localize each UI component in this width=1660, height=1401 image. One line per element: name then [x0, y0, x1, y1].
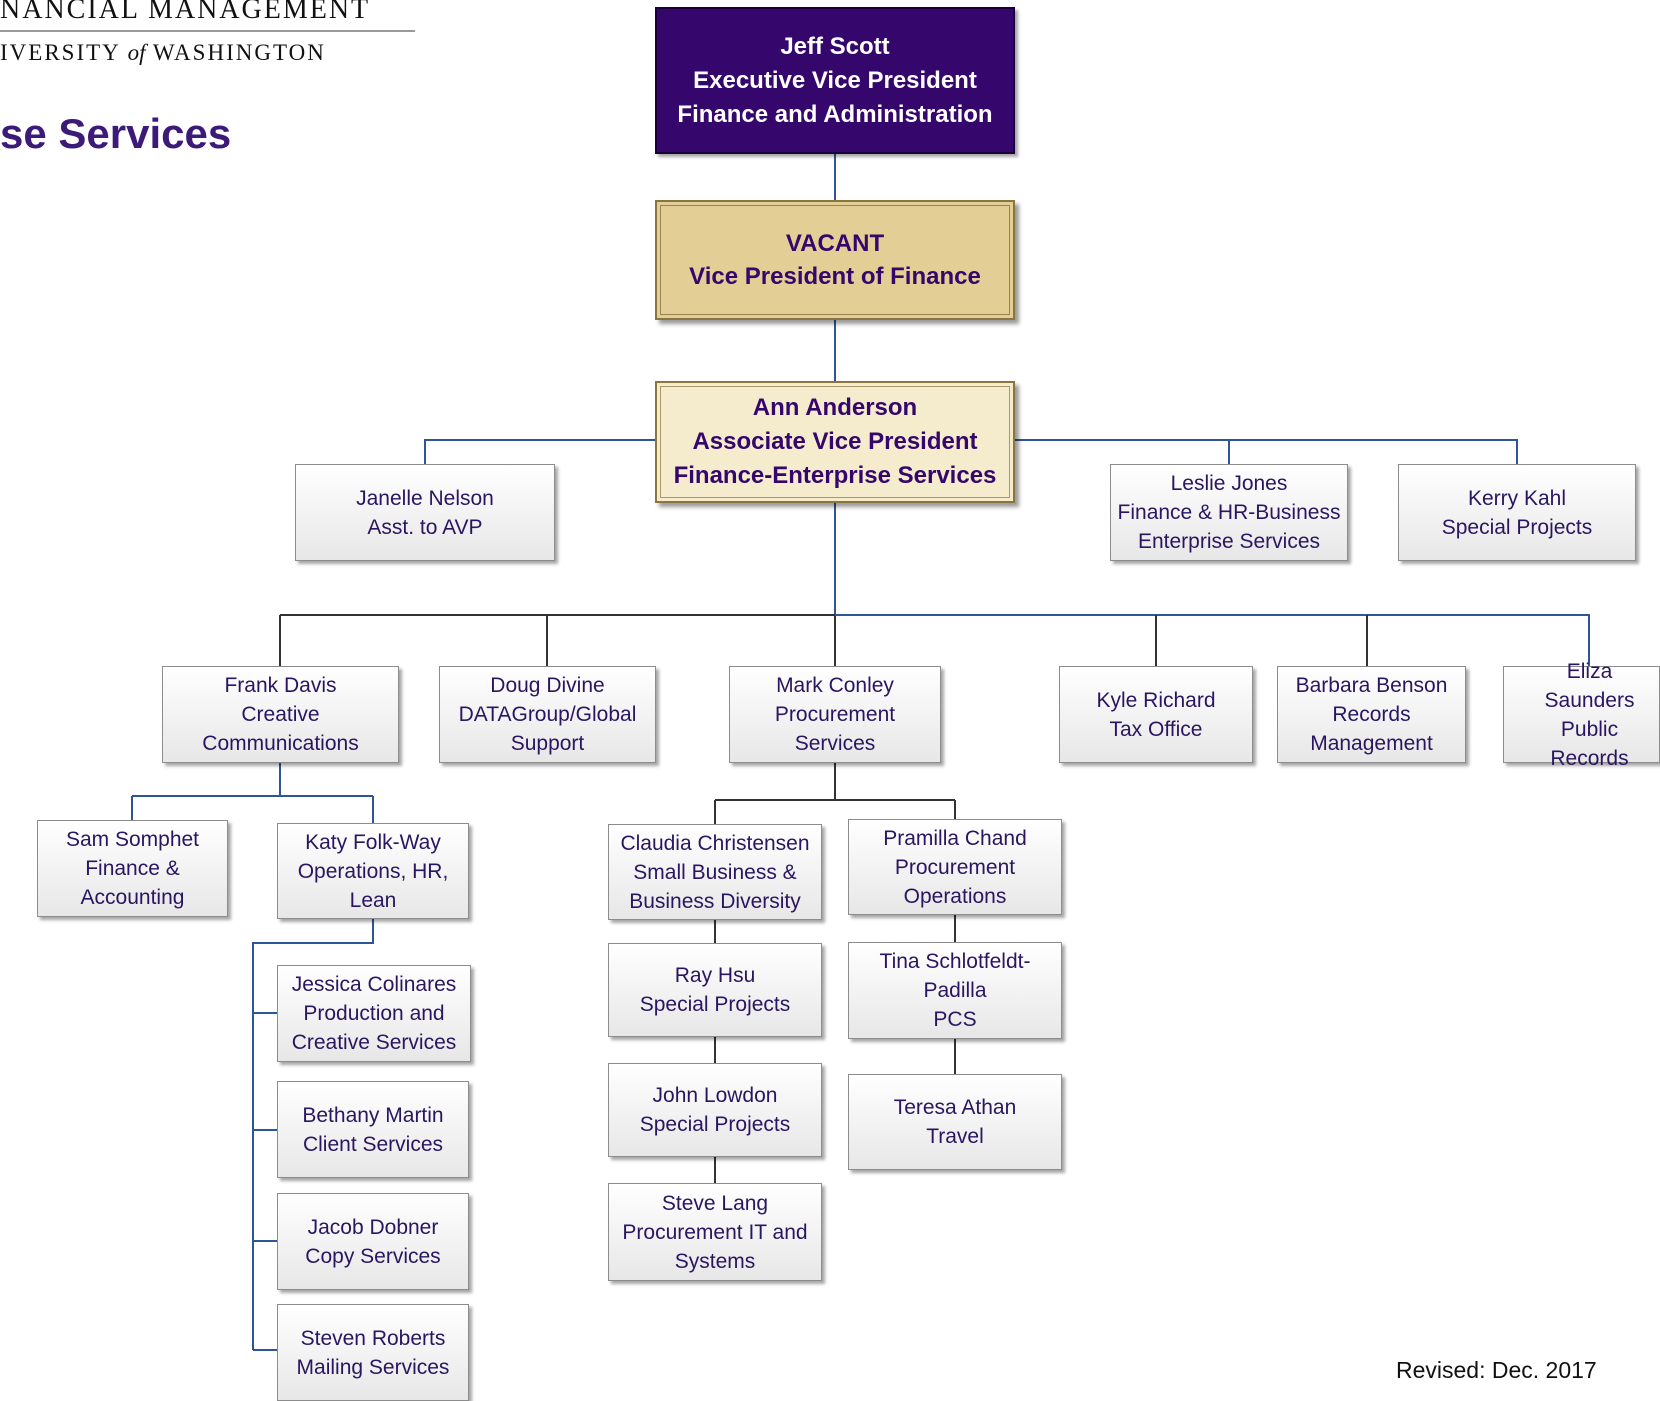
- node-eliza-saunders: Eliza Saunders Public Records: [1503, 660, 1660, 770]
- university-name-start: IVERSITY: [0, 40, 128, 65]
- node-doug-divine: Doug Divine DATAGroup/Global Support: [439, 666, 656, 763]
- node-label: Eliza Saunders Public Records: [1544, 659, 1635, 770]
- university-name-of: of: [127, 40, 146, 65]
- node-jessica-colinares: Jessica Colinares Production and Creativ…: [277, 965, 471, 1062]
- connector-right-bus: [835, 614, 1590, 666]
- node-sam-somphet: Sam Somphet Finance & Accounting: [37, 820, 228, 917]
- node-label: Sam Somphet Finance & Accounting: [65, 828, 200, 909]
- node-steven-roberts: Steven Roberts Mailing Services: [277, 1304, 469, 1401]
- node-label: VACANT Vice President of Finance: [689, 230, 981, 290]
- connector-leslie-kerry: [1013, 439, 1518, 464]
- node-barbara-benson: Barbara Benson Records Management: [1277, 666, 1466, 763]
- node-label: John Lowdon Special Projects: [639, 1084, 791, 1136]
- revised-date: Revised: Dec. 2017: [1396, 1357, 1597, 1383]
- node-kerry-kahl: Kerry Kahl Special Projects: [1398, 464, 1636, 561]
- node-mark-conley: Mark Conley Procurement Services: [729, 666, 941, 763]
- node-label: Tina Schlotfeldt- Padilla PCS: [879, 950, 1031, 1031]
- node-janelle-nelson: Janelle Nelson Asst. to AVP: [295, 464, 555, 561]
- node-vacant-vp-finance: VACANT Vice President of Finance: [655, 200, 1015, 320]
- university-name: IVERSITY of WASHINGTON: [0, 40, 326, 66]
- node-frank-davis: Frank Davis Creative Communications: [162, 666, 399, 763]
- node-label: Kyle Richard Tax Office: [1096, 688, 1216, 741]
- node-pramilla-chand: Pramilla Chand Procurement Operations: [848, 819, 1062, 915]
- node-label: Steven Roberts Mailing Services: [296, 1326, 450, 1379]
- node-bethany-martin: Bethany Martin Client Services: [277, 1081, 469, 1178]
- connector-mark-team: [714, 763, 956, 824]
- node-label: Jacob Dobner Copy Services: [305, 1215, 441, 1268]
- node-kyle-richard: Kyle Richard Tax Office: [1059, 666, 1253, 763]
- node-label: Jessica Colinares Production and Creativ…: [291, 973, 457, 1054]
- node-label: Jeff Scott Executive Vice President Fina…: [677, 32, 993, 128]
- node-tina-schlotfeldt-padilla: Tina Schlotfeldt- Padilla PCS: [848, 942, 1062, 1039]
- node-label: Claudia Christensen Small Business & Bus…: [620, 831, 810, 913]
- node-teresa-athan: Teresa Athan Travel: [848, 1074, 1062, 1170]
- page-title: se Services: [0, 110, 232, 157]
- node-label: Ann Anderson Associate Vice President Fi…: [673, 394, 997, 489]
- node-label: Bethany Martin Client Services: [302, 1103, 444, 1156]
- university-name-end: WASHINGTON: [145, 40, 326, 65]
- node-katy-folk-way: Katy Folk-Way Operations, HR, Lean: [277, 823, 469, 919]
- connector-right-drops: [1155, 615, 1368, 666]
- node-label: Doug Divine DATAGroup/Global Support: [458, 674, 637, 755]
- node-label: Frank Davis Creative Communications: [202, 674, 359, 755]
- node-label: Teresa Athan Travel: [893, 1096, 1017, 1148]
- node-jeff-scott: Jeff Scott Executive Vice President Fina…: [655, 7, 1015, 154]
- node-label: Ray Hsu Special Projects: [639, 964, 791, 1016]
- node-claudia-christensen: Claudia Christensen Small Business & Bus…: [608, 824, 822, 920]
- node-ray-hsu: Ray Hsu Special Projects: [608, 943, 822, 1037]
- node-ann-anderson: Ann Anderson Associate Vice President Fi…: [655, 381, 1015, 503]
- connector-janelle: [424, 439, 655, 464]
- connector-katy-team: [252, 919, 374, 1351]
- connector-frank-team: [131, 763, 374, 823]
- node-john-lowdon: John Lowdon Special Projects: [608, 1063, 822, 1157]
- node-label: Janelle Nelson Asst. to AVP: [356, 486, 494, 539]
- node-jacob-dobner: Jacob Dobner Copy Services: [277, 1193, 469, 1290]
- connector-left-bus: [279, 614, 836, 666]
- node-label: Barbara Benson Records Management: [1295, 674, 1448, 755]
- node-label: Leslie Jones Finance & HR-Business Enter…: [1117, 472, 1341, 553]
- header-divider: [0, 30, 415, 32]
- node-label: Pramilla Chand Procurement Operations: [883, 826, 1027, 908]
- node-label: Katy Folk-Way Operations, HR, Lean: [297, 830, 449, 912]
- node-label: Mark Conley Procurement Services: [774, 674, 896, 755]
- node-steve-lang: Steve Lang Procurement IT and Systems: [608, 1183, 822, 1281]
- node-label: Steve Lang Procurement IT and Systems: [622, 1191, 808, 1273]
- node-leslie-jones: Leslie Jones Finance & HR-Business Enter…: [1110, 464, 1348, 561]
- org-name: NANCIAL MANAGEMENT: [0, 0, 371, 25]
- node-label: Kerry Kahl Special Projects: [1441, 486, 1593, 539]
